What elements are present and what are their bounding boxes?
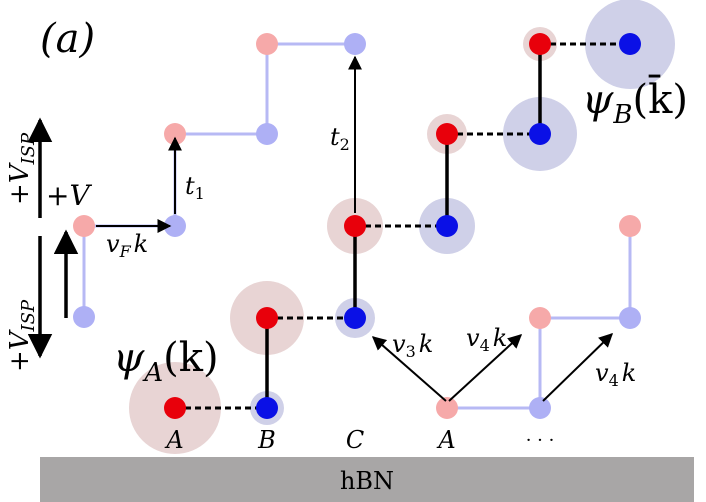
arrow-v3: [371, 336, 447, 402]
t2-label: t2: [330, 123, 350, 154]
psi-a-sub: A: [142, 358, 163, 388]
site-a: [436, 123, 458, 145]
v4-k-upper-sub: 4: [480, 336, 490, 355]
site-a-faded: [73, 215, 95, 237]
v-isp-bottom-label: +VISP: [5, 299, 39, 372]
site-a: [164, 397, 186, 419]
vf-k-tail: k: [134, 230, 149, 258]
t1-label: t1: [185, 172, 205, 203]
psi-a-label: ψA(k): [113, 335, 219, 388]
layer-labels: A B C A · · ·: [164, 426, 554, 454]
psi-b-label: ψB(k̄): [582, 74, 688, 130]
psi-a-main: ψ: [113, 335, 145, 381]
site-a: [256, 307, 278, 329]
dashed-bonds: [175, 42, 630, 410]
v4-k-upper-tail: k: [493, 324, 508, 352]
v3-k-tail: k: [419, 330, 434, 358]
bond-left-chain: [82, 42, 355, 317]
site-b: [619, 33, 641, 55]
vf-k-sub: F: [119, 242, 132, 261]
layer-label-a2: A: [436, 426, 455, 454]
site-a-faded: [436, 397, 458, 419]
site-b: [436, 215, 458, 237]
potential-arrows: [27, 117, 79, 359]
v4-k-right-tail: k: [622, 359, 637, 387]
t1-main: t: [185, 172, 195, 200]
site-b: [529, 123, 551, 145]
site-a-faded: [529, 307, 551, 329]
v-isp-top-label: +VISP: [5, 132, 39, 205]
site-a-faded: [256, 33, 278, 55]
v4-k-right-main: v: [595, 359, 609, 387]
site-b-faded: [256, 123, 278, 145]
site-b-faded: [529, 397, 551, 419]
layer-label-ellipsis: · · ·: [526, 430, 555, 451]
hopping-arrows: [96, 55, 614, 402]
site-b: [344, 307, 366, 329]
t2-main: t: [330, 123, 340, 151]
site-b: [256, 397, 278, 419]
site-b-faded: [619, 307, 641, 329]
faded-sites: [73, 33, 641, 419]
t2-sub: 2: [340, 135, 350, 154]
v3-k-sub: 3: [406, 342, 416, 361]
v-plus-label: +V: [46, 179, 92, 212]
panel-label: (a): [40, 16, 95, 62]
layer-label-b: B: [257, 426, 276, 454]
psi-b-main: ψ: [582, 77, 614, 123]
v3-k-main: v: [392, 330, 406, 358]
strong-sites: [164, 33, 641, 419]
halos: [129, 0, 675, 454]
site-a-faded: [619, 215, 641, 237]
arrow-v4-upper: [448, 334, 523, 402]
v4-k-right-sub: 4: [609, 371, 619, 390]
layer-label-a: A: [164, 426, 183, 454]
vf-k-main: v: [106, 230, 120, 258]
psi-b-arg: (k̄): [632, 74, 687, 123]
hbn-substrate: [40, 457, 694, 502]
v-isp-top-sub: ISP: [18, 132, 39, 165]
site-b-faded: [73, 306, 95, 328]
hbn-label: hBN: [340, 467, 394, 495]
strong-bonds: [265, 44, 542, 408]
arrow-v4-right: [542, 333, 614, 402]
psi-a-arg: (k): [163, 335, 218, 381]
v-isp-top-main: +V: [5, 162, 35, 205]
site-b-faded: [344, 33, 366, 55]
layer-label-c: C: [346, 426, 364, 454]
v-isp-bottom-main: +V: [5, 329, 35, 372]
t1-sub: 1: [195, 184, 205, 203]
v-isp-bottom-sub: ISP: [18, 299, 39, 332]
site-a: [529, 33, 551, 55]
psi-b-sub: B: [612, 100, 632, 130]
site-a: [344, 215, 366, 237]
v4-k-upper-main: v: [466, 324, 480, 352]
